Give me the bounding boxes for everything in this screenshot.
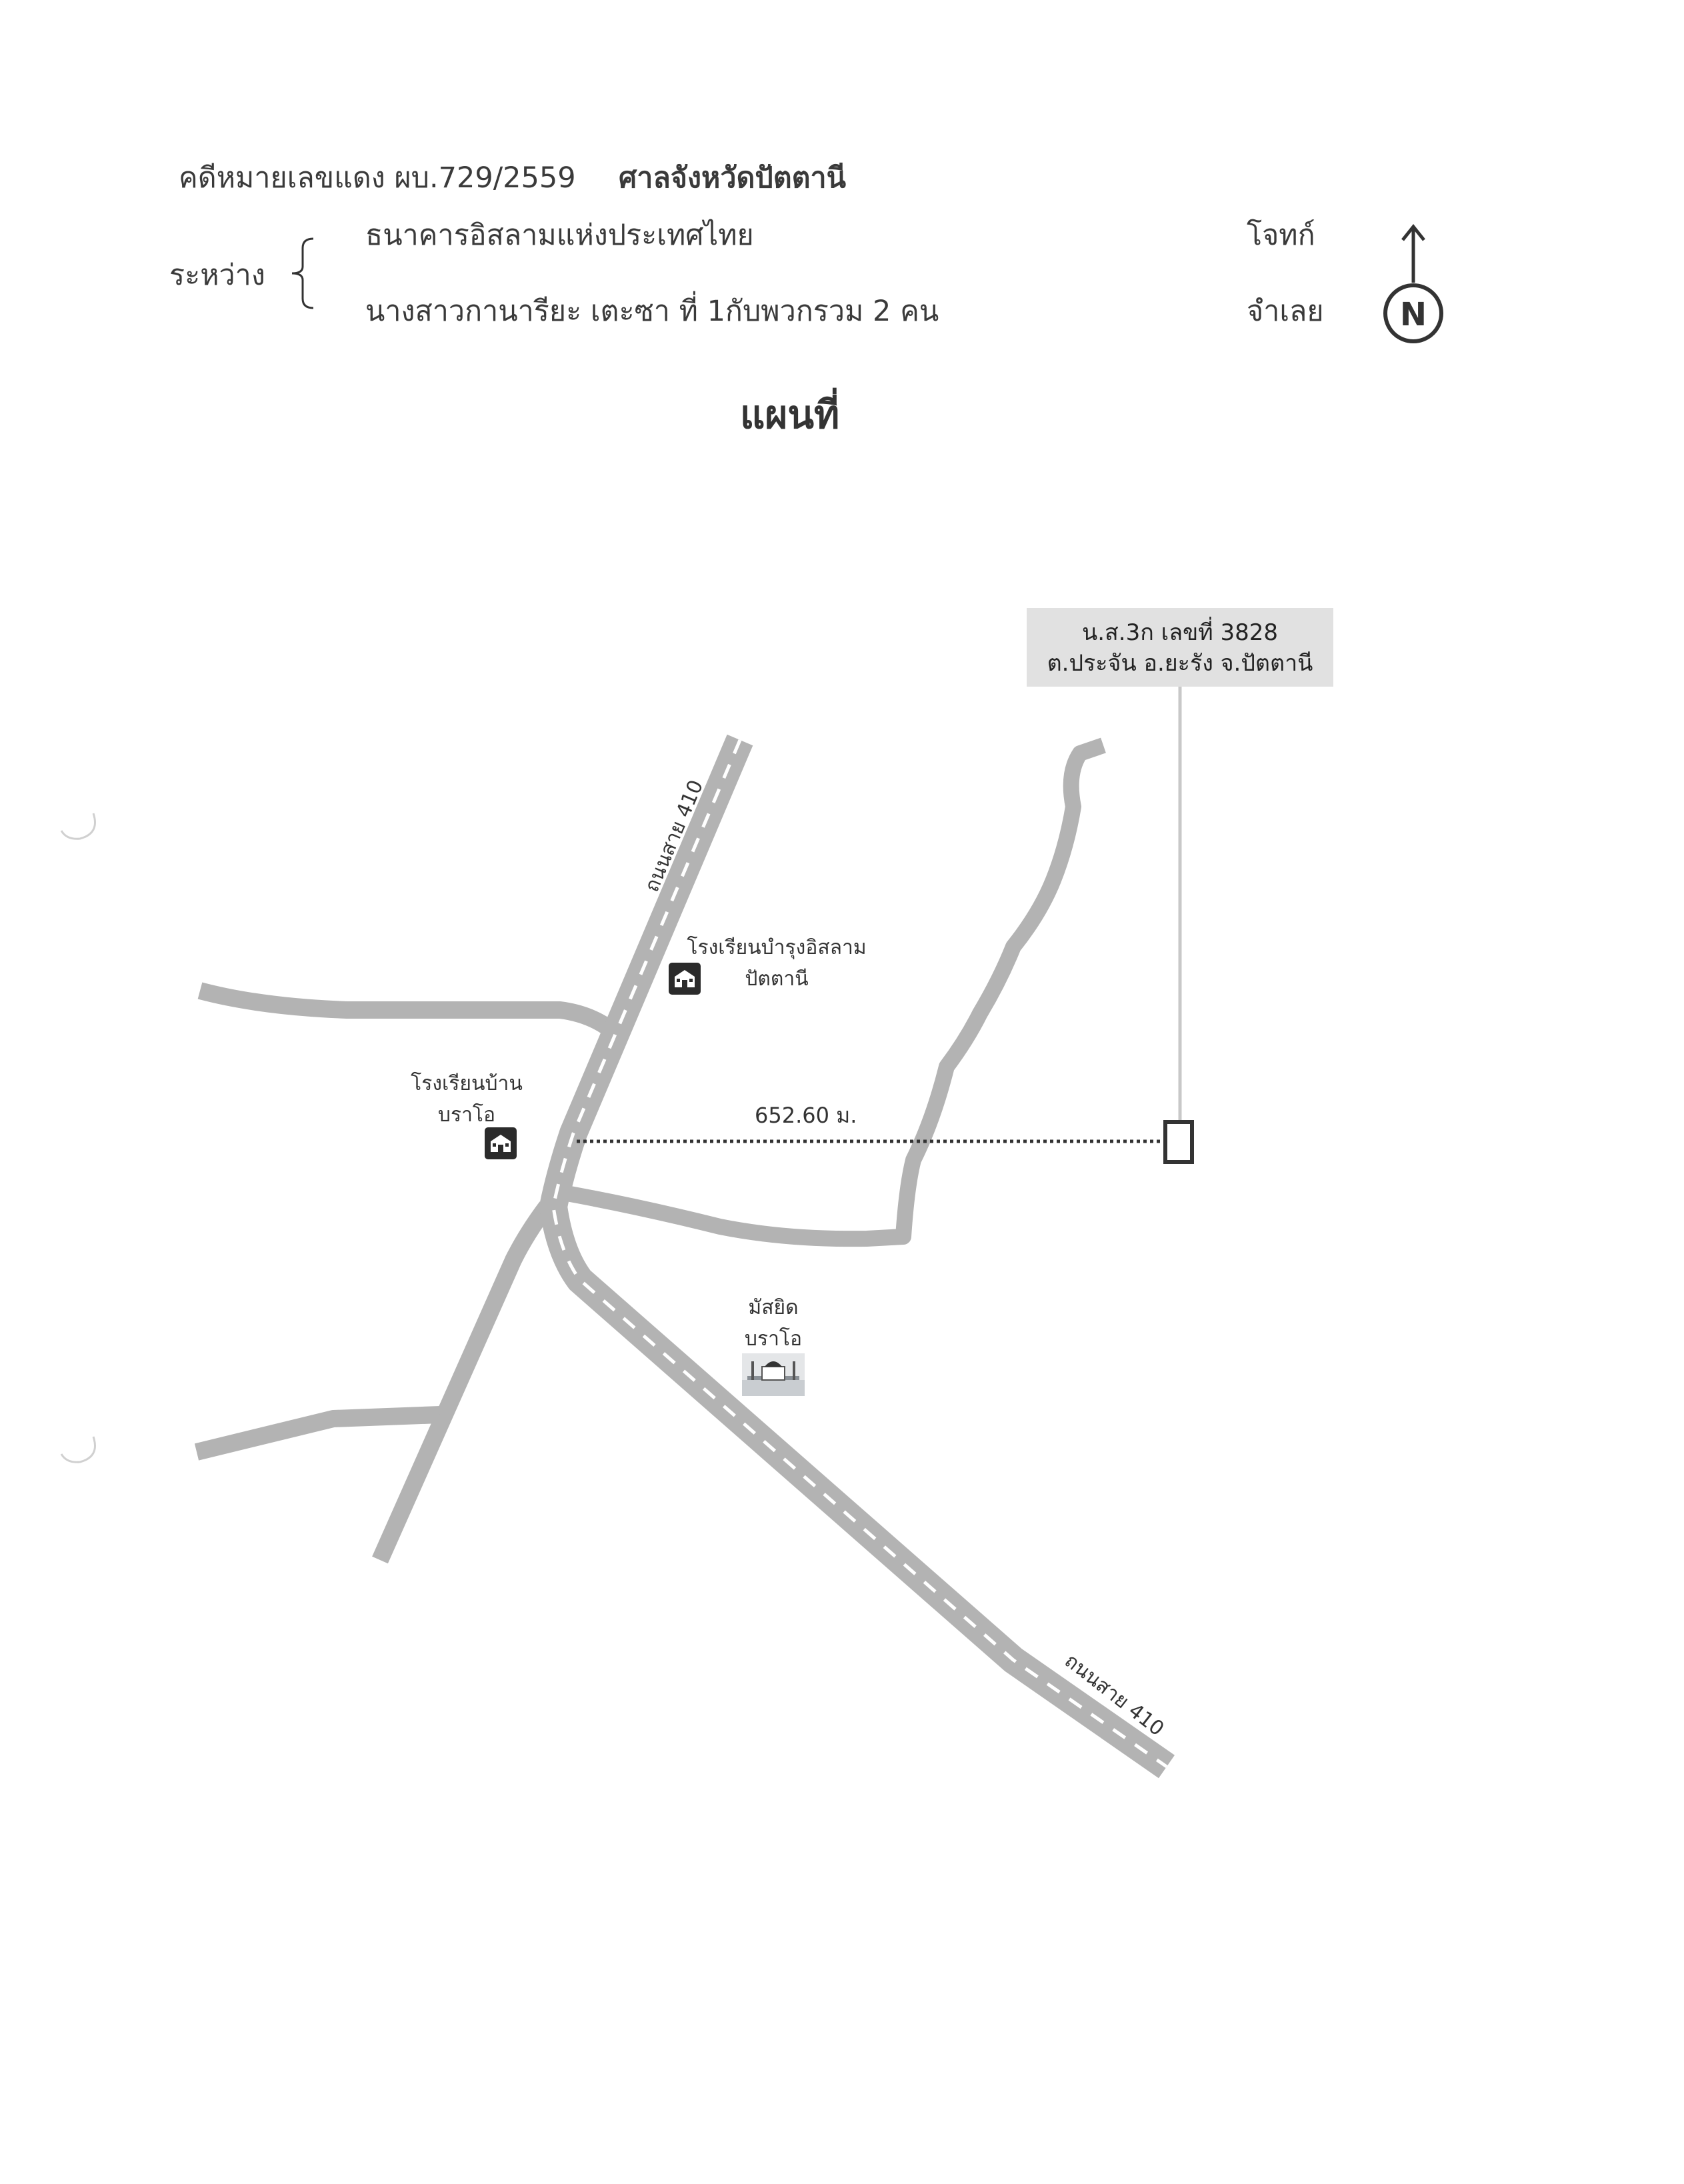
case-number: คดีหมายเลขแดง ผบ.729/2559 <box>179 161 576 195</box>
school-icon <box>485 1127 517 1159</box>
plaintiff-name: ธนาคารอิสลามแห่งประเทศไทย <box>365 219 754 252</box>
road-west-lower <box>194 1406 441 1461</box>
road-410 <box>539 734 1175 1779</box>
parcel-info-box: น.ส.3ก เลขที่ 3828 ต.ประจัน อ.ยะรัง จ.ปั… <box>1027 608 1333 687</box>
parcel-deed-number: น.ส.3ก เลขที่ 3828 <box>1081 619 1279 646</box>
defendant-role: จำเลย <box>1247 295 1324 328</box>
north-arrow-icon: N <box>1383 223 1443 343</box>
road-west-upper <box>197 982 612 1034</box>
mosque-label: มัสยิด บราโอ <box>707 1292 840 1355</box>
school-1-label: โรงเรียนบำรุงอิสลาม ปัตตานี <box>677 932 877 995</box>
punch-hole-mark <box>60 813 96 840</box>
plaintiff-role: โจทก์ <box>1247 219 1315 252</box>
school-2-label: โรงเรียนบ้าน บราโอ <box>387 1068 547 1131</box>
road-east-creek <box>565 737 1106 1247</box>
between-label: ระหว่าง <box>169 259 265 292</box>
school-2-name: โรงเรียนบ้าน <box>411 1072 523 1095</box>
road-410-centerline <box>551 739 1168 1769</box>
school-icon <box>669 963 701 995</box>
defendant-name: นางสาวกานารียะ เตะซา ที่ 1กับพวกรวม 2 คน <box>365 295 939 328</box>
school-1-name: โรงเรียนบำรุงอิสลาม <box>687 936 867 959</box>
parcel-marker <box>1163 1120 1194 1164</box>
distance-label: 652.60 ม. <box>755 1103 857 1128</box>
compass-letter: N <box>1400 296 1427 333</box>
court-name: ศาลจังหวัดปัตตานี <box>619 161 847 195</box>
map-title: แผนที่ <box>740 392 840 437</box>
brace-icon <box>291 237 314 309</box>
road-southwest <box>372 1201 554 1564</box>
school-1-place: ปัตตานี <box>745 967 809 991</box>
mosque-icon <box>742 1353 805 1396</box>
mosque-place: บราโอ <box>744 1327 803 1351</box>
parcel-location: ต.ประจัน อ.ยะรัง จ.ปัตตานี <box>1047 650 1313 677</box>
punch-hole-mark <box>60 1436 96 1463</box>
school-2-place: บราโอ <box>437 1103 496 1127</box>
mosque-name: มัสยิด <box>748 1296 799 1319</box>
